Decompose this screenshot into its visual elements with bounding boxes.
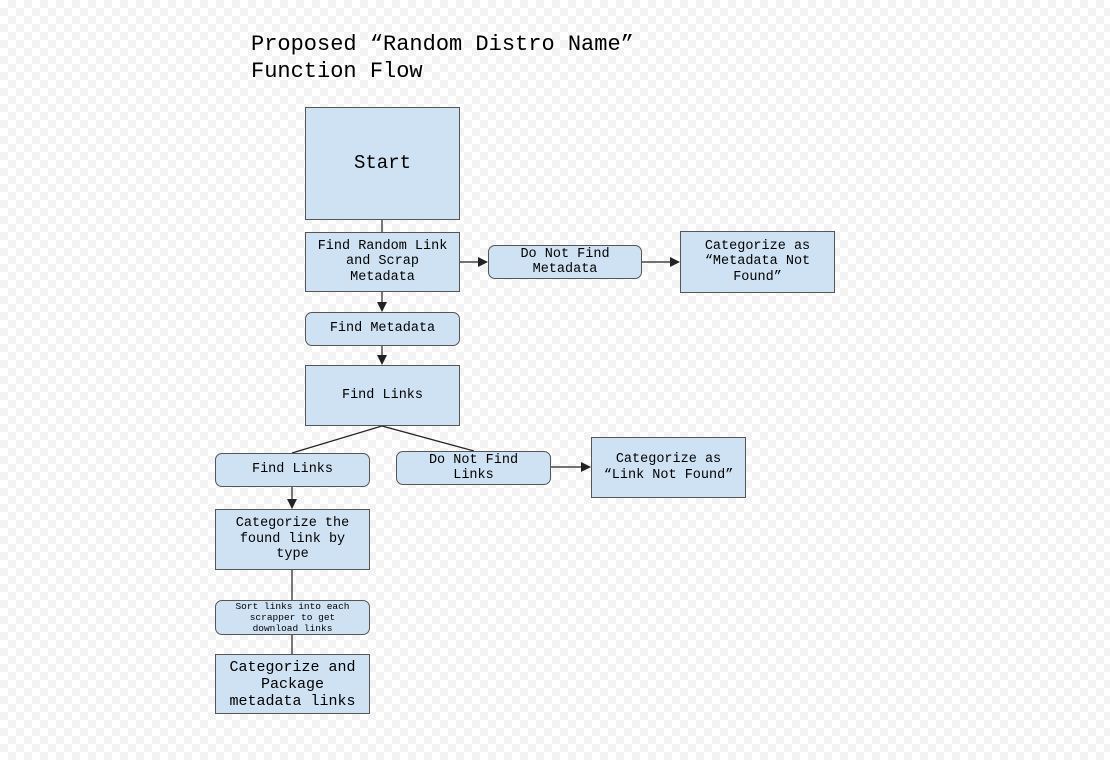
title-line-1: Proposed “Random Distro Name” <box>251 32 634 57</box>
edge-find-links-to-branch-right <box>381 425 475 452</box>
node-find-random-link: Find Random Link and Scrap Metadata <box>305 232 460 292</box>
node-start: Start <box>305 107 460 220</box>
edge-find-links-to-branch-left <box>291 425 383 454</box>
node-find-links-branch: Find Links <box>215 453 370 487</box>
node-categorize-package: Categorize and Package metadata links <box>215 654 370 714</box>
node-categorize-found-link: Categorize the found link by type <box>215 509 370 570</box>
node-categorize-metadata-not-found: Categorize as “Metadata Not Found” <box>680 231 835 293</box>
node-sort-links: Sort links into each scrapper to get dow… <box>215 600 370 635</box>
node-categorize-link-not-found: Categorize as “Link Not Found” <box>591 437 746 498</box>
node-find-metadata: Find Metadata <box>305 312 460 346</box>
node-do-not-find-metadata: Do Not Find Metadata <box>488 245 642 279</box>
node-do-not-find-links: Do Not Find Links <box>396 451 551 485</box>
title-line-2: Function Flow <box>251 59 423 84</box>
node-find-links-main: Find Links <box>305 365 460 426</box>
diagram-title: Proposed “Random Distro Name” Function F… <box>251 31 634 85</box>
